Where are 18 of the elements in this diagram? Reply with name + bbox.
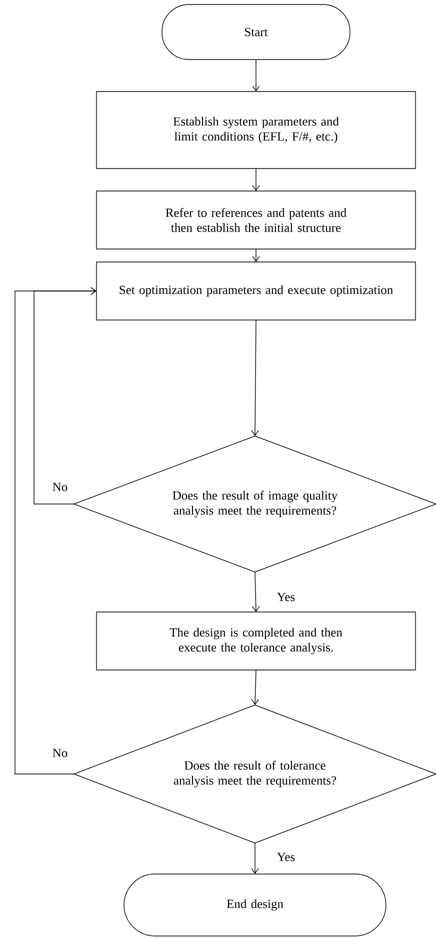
arrow — [14, 287, 96, 774]
terminal-box: Start — [162, 4, 350, 60]
arrow — [252, 168, 260, 191]
arrow — [251, 842, 259, 874]
arrow — [251, 320, 259, 436]
edge-label: Yes — [276, 592, 296, 602]
process-box: Refer to references and patents and then establish the initial structure — [96, 190, 416, 250]
process-box: Set optimization parameters and execute optimization — [96, 262, 416, 320]
arrow — [252, 572, 260, 612]
edge-label: Yes — [276, 852, 296, 862]
process-box: The design is completed and then execute the tolerance analysis. — [96, 612, 416, 670]
arrow — [251, 670, 259, 705]
arrow — [252, 59, 260, 92]
terminal-box: End design — [124, 874, 386, 936]
arrow — [252, 248, 260, 262]
edge-label: No — [51, 482, 69, 492]
edge-label: No — [51, 748, 69, 758]
process-box: Establish system parameters and limit conditions (EFL, F/#, etc.) — [96, 91, 416, 169]
